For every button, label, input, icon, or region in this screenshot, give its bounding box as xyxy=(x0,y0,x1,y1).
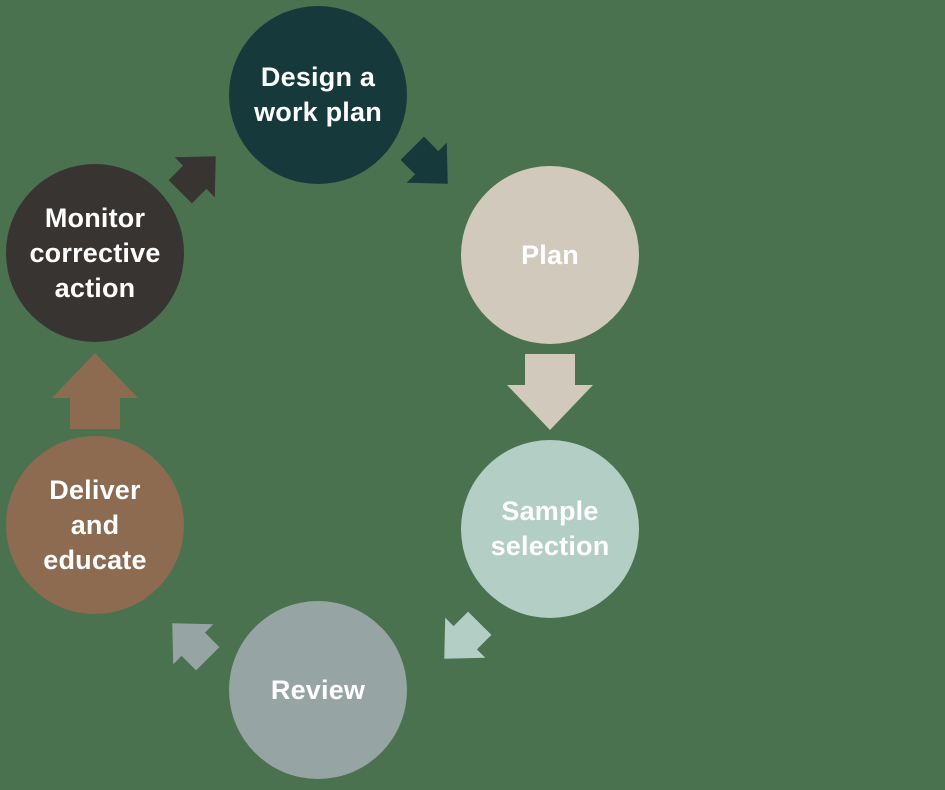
arrow-plan-to-sample-icon xyxy=(507,354,593,430)
stage-label-monitor-corrective-action: Monitor corrective action xyxy=(29,202,161,303)
stage-circle-monitor-corrective-action: Monitor corrective action xyxy=(6,164,184,342)
stage-circle-sample-selection: Sample selection xyxy=(461,440,639,618)
stage-circle-plan: Plan xyxy=(461,166,639,344)
arrow-design-to-plan-icon xyxy=(400,136,448,184)
stage-label-deliver-and-educate: Deliver and educate xyxy=(43,474,147,575)
stage-label-sample-selection: Sample selection xyxy=(490,496,610,561)
arrow-review-to-deliver-icon xyxy=(172,623,220,671)
arrow-deliver-to-monitor-icon xyxy=(52,353,138,429)
arrow-sample-to-review-icon xyxy=(444,611,492,659)
stage-circle-deliver-and-educate: Deliver and educate xyxy=(6,436,184,614)
stage-label-review: Review xyxy=(270,674,366,705)
stage-circle-review: Review xyxy=(229,601,407,779)
stage-label-design-work-plan: Design a work plan xyxy=(254,62,382,127)
arrow-monitor-to-design-icon xyxy=(168,156,216,204)
stage-circle-design-work-plan: Design a work plan xyxy=(229,6,407,184)
stage-label-plan: Plan xyxy=(521,239,579,270)
